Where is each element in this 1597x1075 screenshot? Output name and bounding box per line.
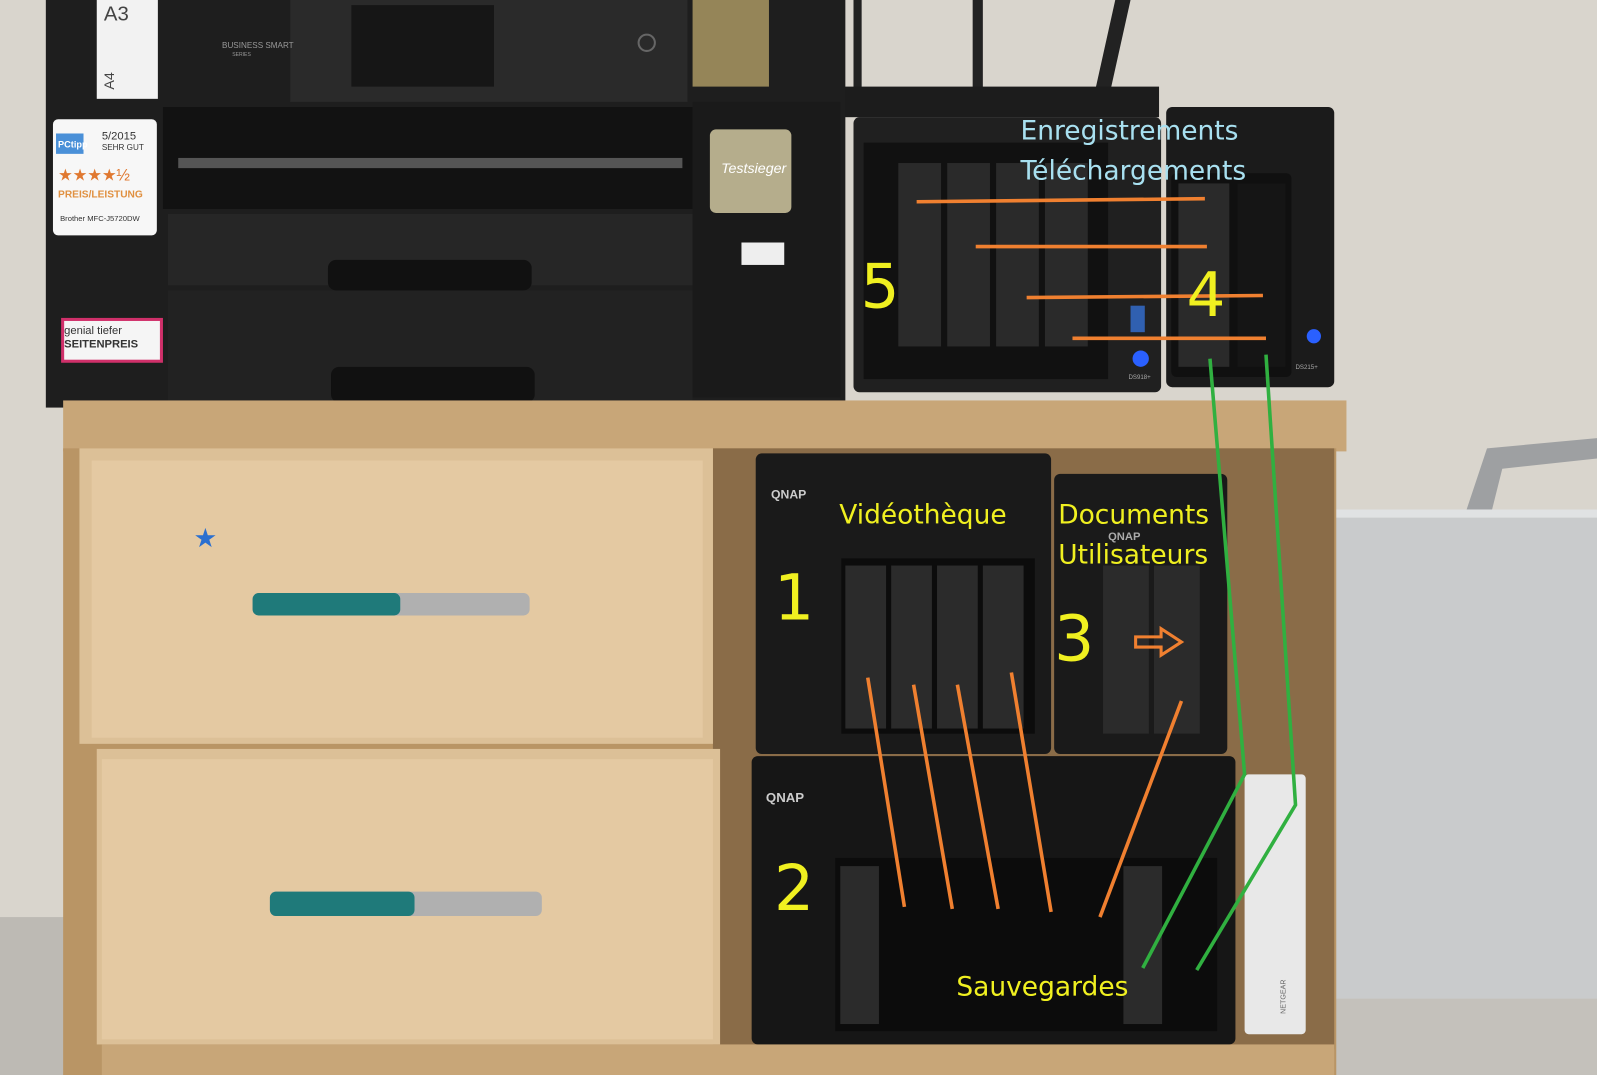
nas-qnap-3: QNAP <box>1054 473 1228 755</box>
label-telechargements: Téléchargements <box>1020 155 1247 186</box>
nas-qnap-2: QNAP <box>751 756 1236 1045</box>
ds215-model: DS215+ <box>1296 364 1319 371</box>
power-button <box>1132 350 1149 367</box>
printer-series: BUSINESS SMART <box>222 41 294 50</box>
printer-model: Brother MFC-J5720DW <box>60 214 140 223</box>
nas-ds215: DS215+ <box>1166 106 1335 388</box>
award-date: 5/2015 <box>102 131 136 143</box>
router <box>843 0 1160 118</box>
award-stars: ★★★★½ <box>58 166 130 184</box>
label-videotheque: Vidéothèque <box>839 500 1006 531</box>
printer-series-sub: SERIES <box>232 52 251 58</box>
label-enregistrements: Enregistrements <box>1021 116 1239 147</box>
floor-right <box>1324 998 1597 1075</box>
annotations: Enregistrements Téléchargements 5 4 Vidé… <box>774 116 1246 1003</box>
nas-number-3: 3 <box>1054 601 1094 675</box>
aluminium-case <box>1334 438 1597 999</box>
green-annotation-lines <box>1141 354 1298 971</box>
qnap-2-brand: QNAP <box>766 790 804 805</box>
label-utilisateurs: Utilisateurs <box>1058 539 1208 570</box>
award-category: PREIS/LEISTUNG <box>58 190 143 201</box>
nas-number-5: 5 <box>861 252 900 323</box>
label-documents: Documents <box>1058 500 1209 531</box>
award-grade: SEHR GUT <box>102 143 144 152</box>
testsieger-sticker: Testsieger <box>721 161 787 177</box>
ds918-model: DS918+ <box>1128 374 1151 381</box>
orange-annotation-lines <box>865 196 1266 918</box>
nas-number-4: 4 <box>1187 260 1226 331</box>
qnap-3-brand: QNAP <box>1108 531 1141 543</box>
nas-ds918: DS918+ <box>853 117 1162 393</box>
label-a4: A4 <box>102 72 118 90</box>
switch-brand: NETGEAR <box>1279 979 1287 1013</box>
nas-number-2: 2 <box>774 851 814 925</box>
label-a3: A3 <box>104 3 129 25</box>
qnap-1-brand: QNAP <box>771 487 806 501</box>
price-sticker-line1: genial tiefer <box>64 325 122 337</box>
network-switch: NETGEAR <box>1244 774 1306 1035</box>
star-sticker: ★ <box>194 523 218 553</box>
award-brand: PCtipp <box>58 140 88 150</box>
price-sticker-line2: SEITENPREIS <box>64 338 139 350</box>
nas-number-1: 1 <box>774 561 814 635</box>
printer: BUSINESS SMART SERIES A3 A4 PCtipp 5/201… <box>45 0 846 408</box>
label-sauvegardes: Sauvegardes <box>956 972 1128 1003</box>
